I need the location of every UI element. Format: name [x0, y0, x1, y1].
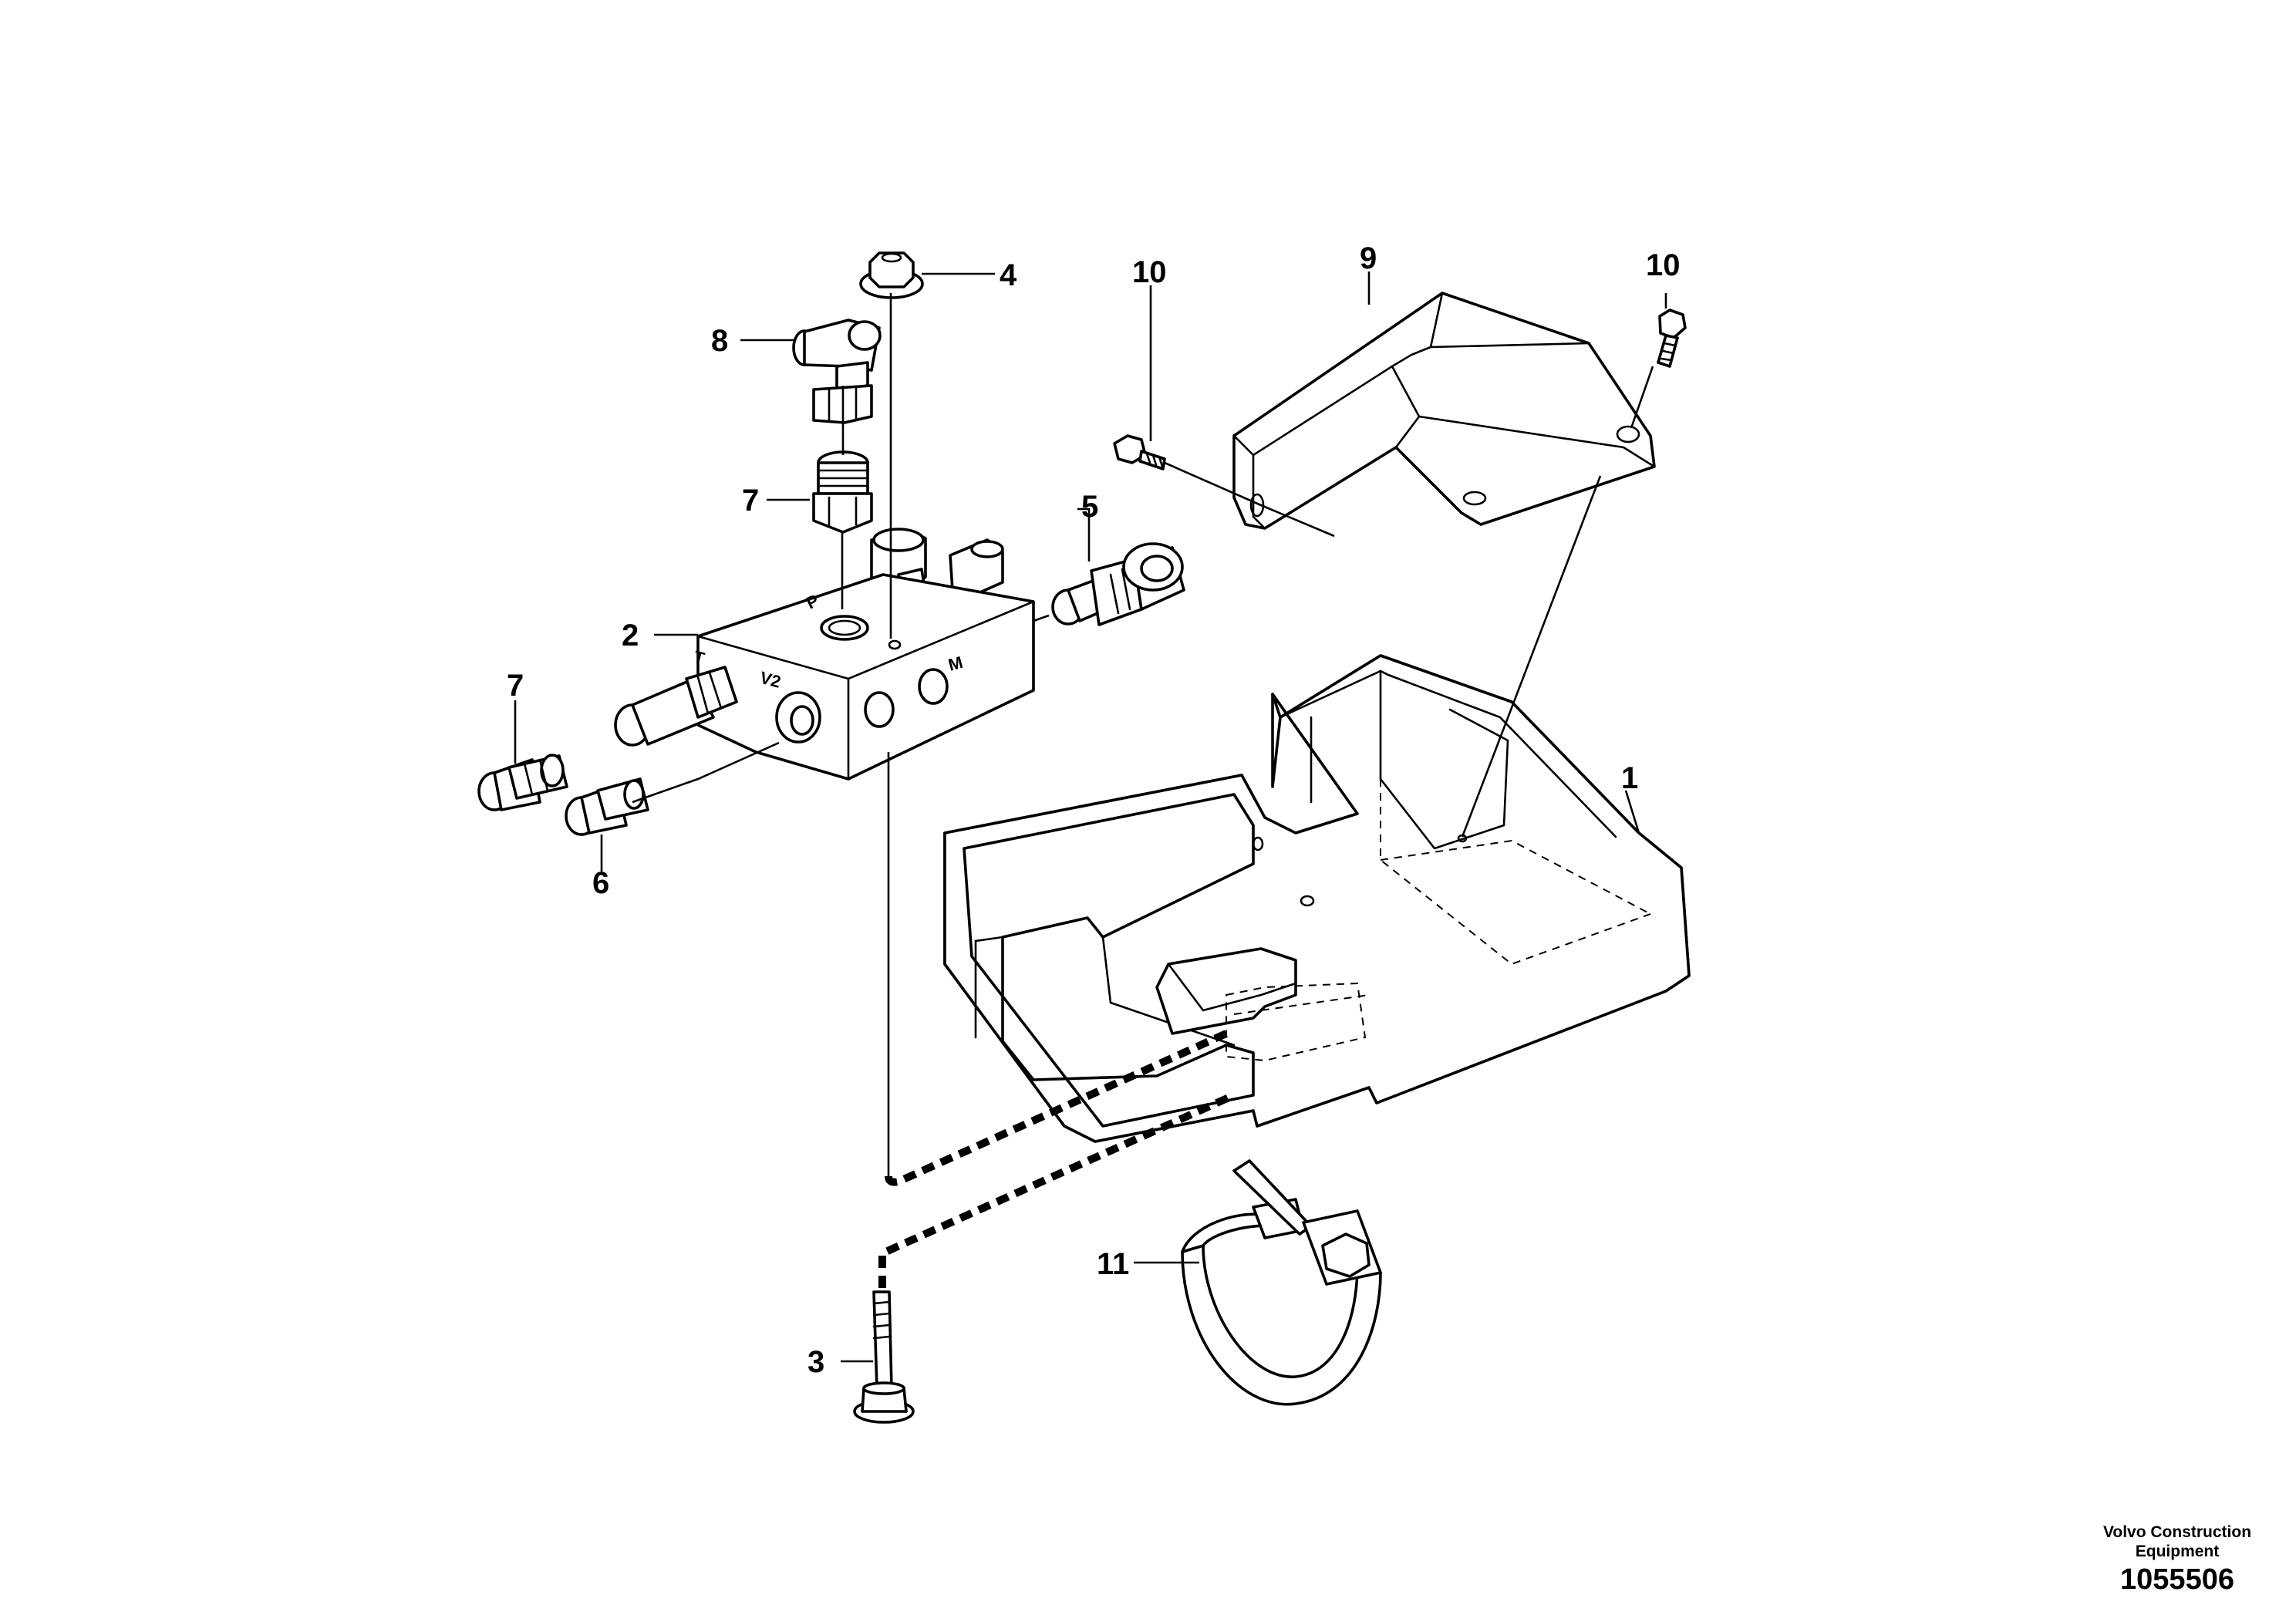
- callout-4: 4: [1000, 258, 1017, 292]
- hose-clamp-part-11: [1181, 1159, 1382, 1406]
- callout-9: 9: [1360, 241, 1377, 275]
- callout-1: 1: [1621, 761, 1638, 795]
- document-number: 1055506: [2120, 1563, 2234, 1596]
- bracket-part-9: [1232, 292, 1656, 530]
- callout-3: 3: [807, 1345, 824, 1379]
- bolt-part-10-right: [1657, 309, 1687, 368]
- fitting-t-port: [614, 666, 738, 747]
- valve-block-part-2: V2 T M P: [692, 528, 1035, 781]
- callout-8: 8: [711, 324, 728, 358]
- callout-6: 6: [592, 866, 609, 900]
- footer-branding: Volvo Construction Equipment 1055506: [2103, 1523, 2251, 1596]
- guard-cover-part-1: [943, 654, 1691, 1143]
- bolt-part-10-left: [1113, 434, 1166, 470]
- callout-7-left: 7: [507, 669, 524, 703]
- callout-7-top: 7: [742, 484, 759, 518]
- callout-labels: 1 2 3 4 5 6 7 7 8 9 10 10 11: [507, 241, 1681, 1379]
- callout-10-right: 10: [1646, 248, 1681, 282]
- callout-5: 5: [1081, 490, 1098, 524]
- adapter-part-7-left: [477, 754, 568, 811]
- callout-2: 2: [622, 619, 639, 653]
- nut-part-4: [859, 251, 924, 299]
- long-bolt-part-3: [853, 1290, 915, 1424]
- elbow-fitting-part-8: [792, 319, 882, 424]
- callout-11: 11: [1097, 1247, 1129, 1281]
- adapter-part-7-top: [812, 450, 873, 534]
- brand-line-1: Volvo Construction: [2103, 1523, 2251, 1541]
- adapter-part-6: [565, 777, 649, 836]
- brand-line-2: Equipment: [2136, 1543, 2220, 1560]
- callout-10-left: 10: [1132, 255, 1167, 289]
- leader-lines: [514, 271, 1667, 1363]
- straight-fitting-part-5: [1051, 542, 1185, 626]
